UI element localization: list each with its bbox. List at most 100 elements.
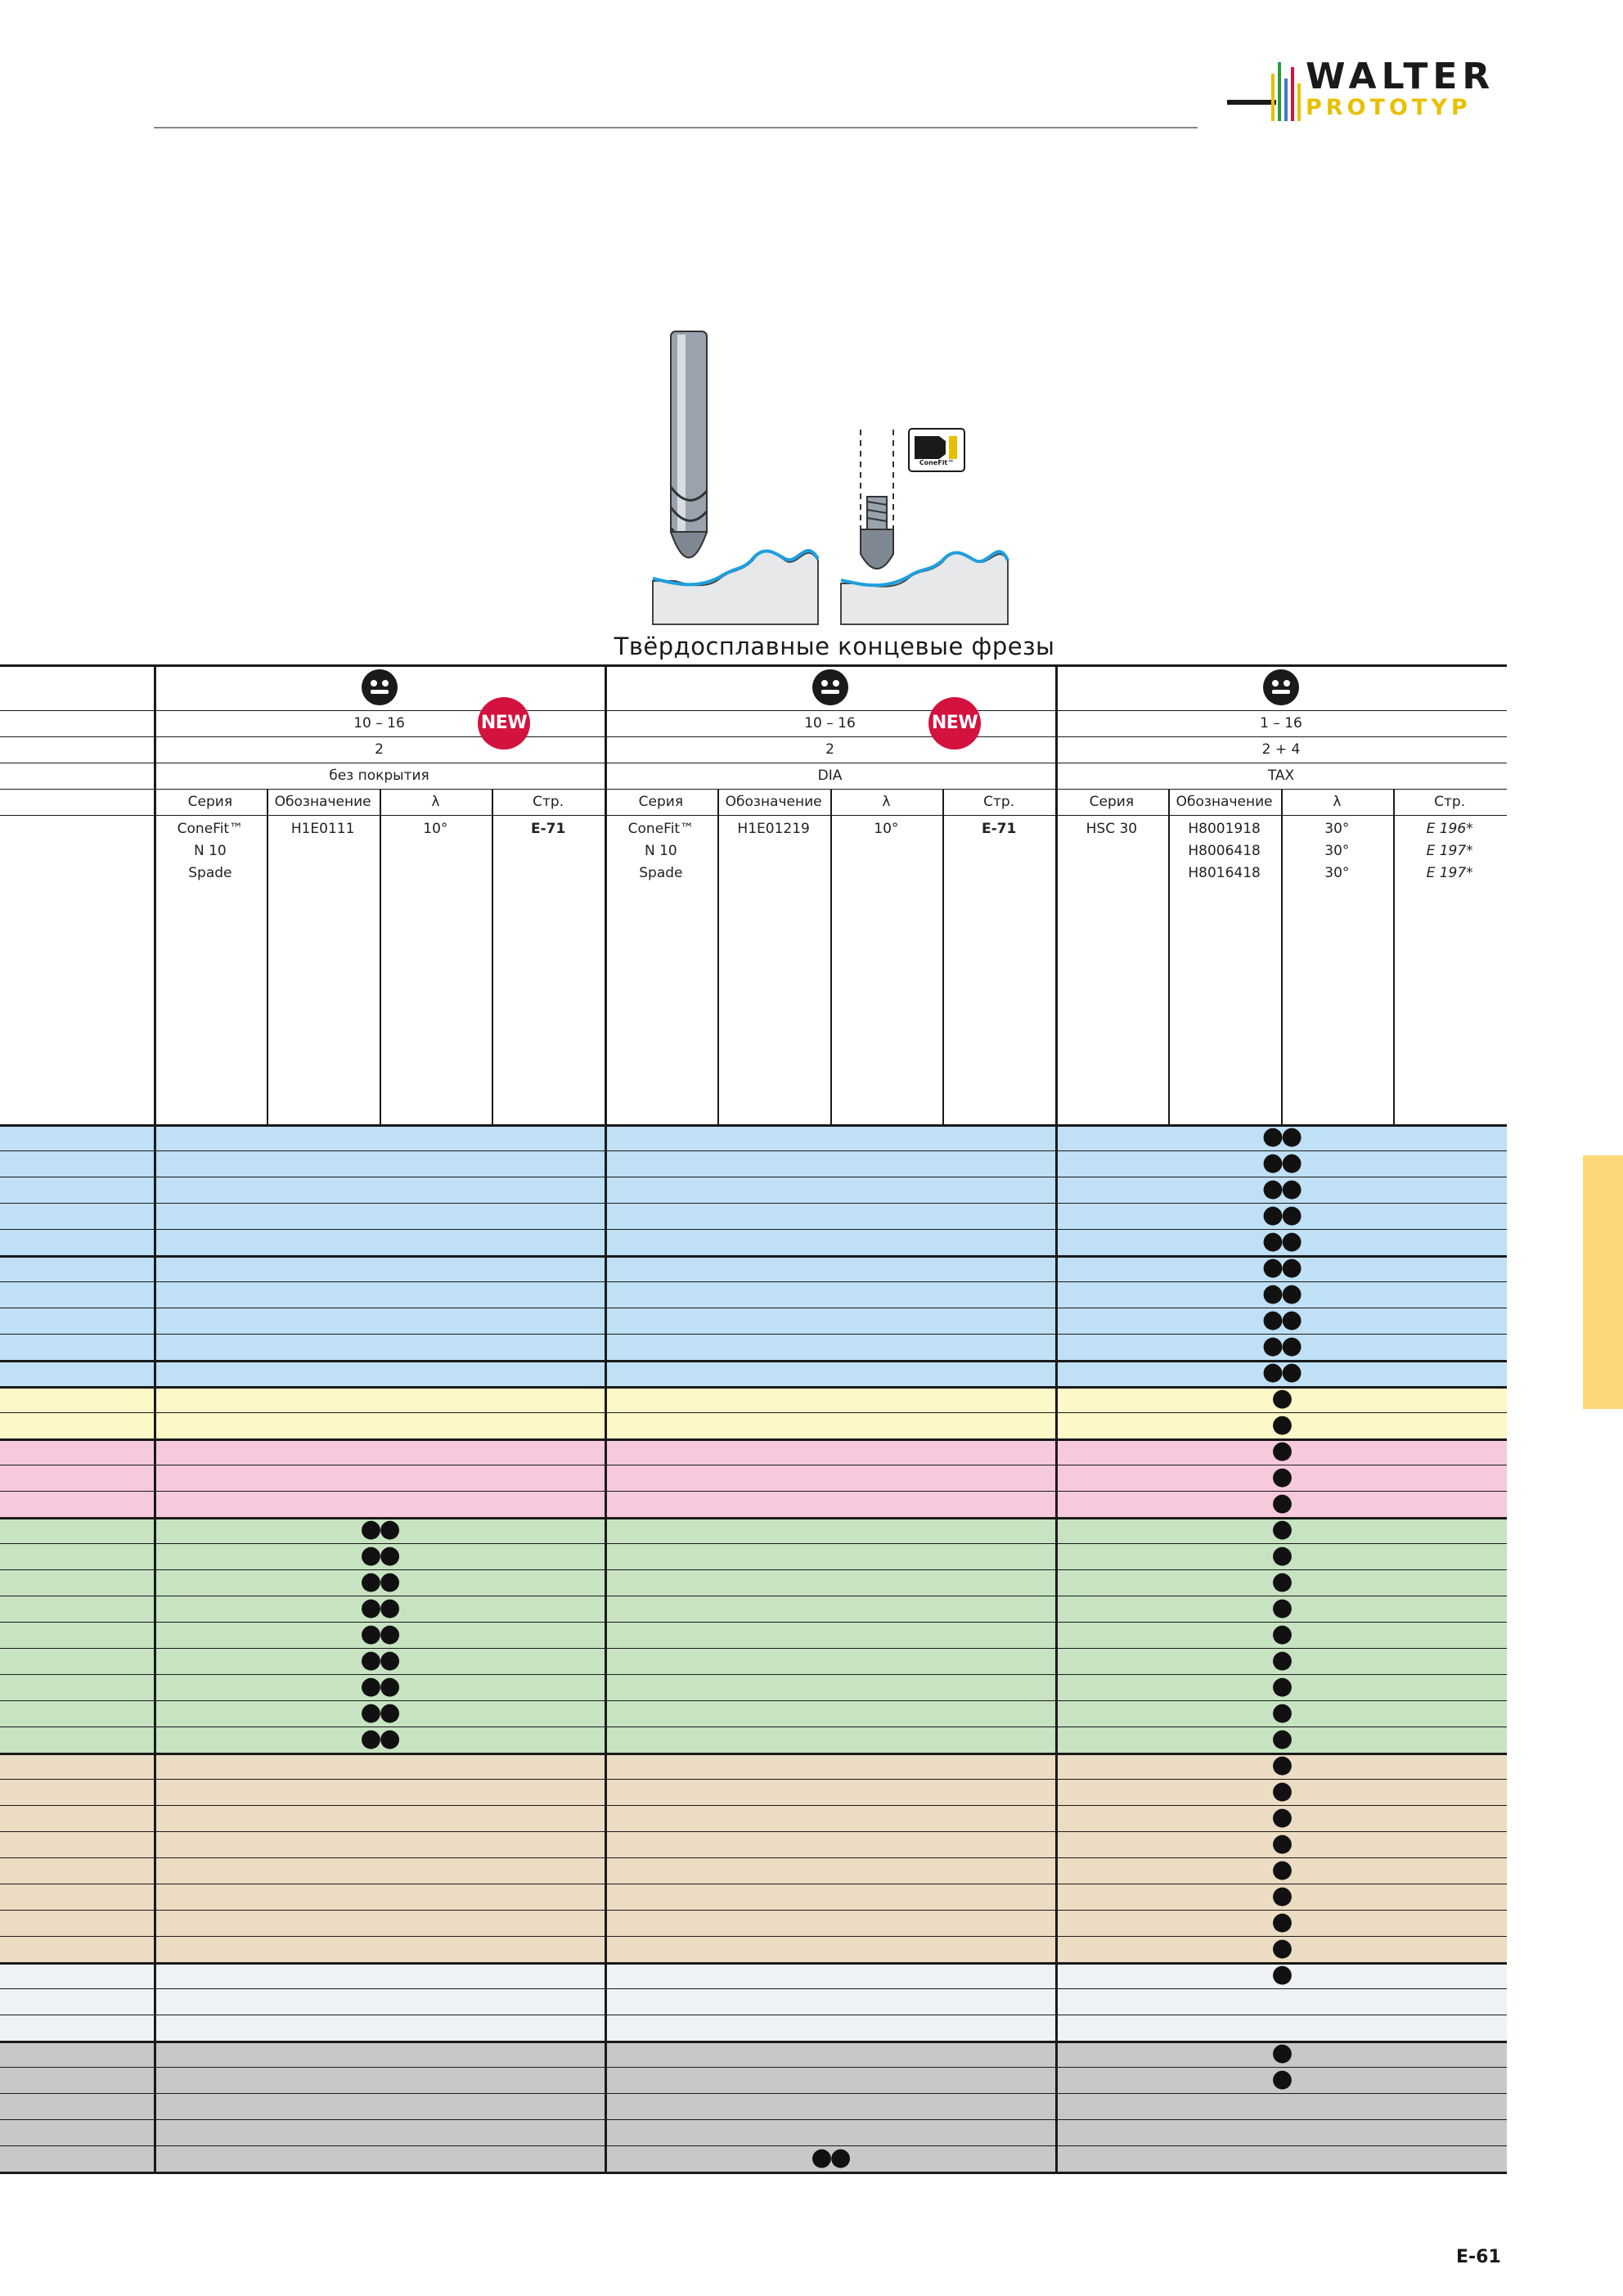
flute-count: 2 + 4 <box>1261 741 1301 758</box>
series-cell: ConeFit™ N 10 Spade <box>627 821 695 881</box>
column-header: Стр. <box>533 794 564 810</box>
column-header: Стр. <box>1434 794 1466 810</box>
suitability-mark: ●● <box>360 1515 400 1543</box>
suitability-mark: ●● <box>360 1567 400 1596</box>
material-row-band <box>0 1727 1507 1753</box>
material-row-band <box>0 1831 1507 1857</box>
suitability-mark: ● <box>1271 1776 1293 1805</box>
page-number: E-61 <box>1456 2247 1501 2267</box>
suitability-mark: ●● <box>360 1698 400 1727</box>
column-header: Серия <box>638 794 684 810</box>
designation-cell: H8001918 H8006418 H8016418 <box>1188 821 1261 881</box>
table-rule <box>0 1857 1507 1858</box>
new-badge: NEW <box>928 697 981 750</box>
icon-eye <box>1272 680 1279 687</box>
new-badge: NEW <box>478 697 530 750</box>
column-divider <box>1280 789 1283 1124</box>
table-rule <box>0 1438 1507 1441</box>
table-rule <box>0 2172 1507 2174</box>
suitability-mark: ● <box>1271 1855 1293 1884</box>
material-row-band <box>0 2145 1507 2172</box>
suitability-mark: ●● <box>360 1672 400 1700</box>
table-rule <box>0 664 1507 667</box>
material-row-band <box>0 1517 1507 1543</box>
walter-prototyp-logo: WALTER PROTOTYP <box>1227 59 1505 133</box>
table-rule <box>0 1517 1507 1519</box>
material-row-band <box>0 1491 1507 1517</box>
suitability-mark: ● <box>1271 1724 1293 1753</box>
column-divider <box>942 789 945 1124</box>
material-row-band <box>0 1308 1507 1334</box>
suitability-mark: ● <box>1271 1698 1293 1727</box>
material-row-band <box>0 1177 1507 1203</box>
logo-subword: PROTOTYP <box>1306 95 1472 120</box>
table-rule <box>0 1674 1507 1675</box>
material-row-band <box>0 2041 1507 2067</box>
material-row-band <box>0 1857 1507 1884</box>
table-rule <box>0 1203 1507 1204</box>
logo-bar <box>1284 79 1288 121</box>
material-row-band <box>0 1622 1507 1648</box>
chapter-side-tab <box>1583 1155 1623 1409</box>
material-row-band <box>0 1150 1507 1177</box>
icon-mouth <box>820 690 839 694</box>
suitability-mark: ● <box>1271 1934 1293 1962</box>
group-divider <box>154 664 156 2172</box>
table-rule <box>0 1962 1507 1965</box>
material-row-band <box>0 1438 1507 1465</box>
table-rule <box>0 1648 1507 1649</box>
column-divider <box>266 789 268 1124</box>
suitability-mark: ● <box>1271 1541 1293 1569</box>
material-row-band <box>0 1360 1507 1386</box>
table-rule <box>0 1779 1507 1780</box>
column-header: Стр. <box>983 794 1015 810</box>
material-row-band <box>0 1779 1507 1805</box>
material-row-band <box>0 2015 1507 2041</box>
suitability-mark: ●● <box>1261 1305 1302 1334</box>
material-row-band <box>0 1281 1507 1308</box>
column-divider <box>1393 789 1396 1124</box>
suitability-mark: ● <box>1271 1750 1293 1779</box>
table-rule <box>0 2067 1507 2068</box>
material-row-band <box>0 1962 1507 1988</box>
conefit-icon-label: ConeFit™ <box>919 459 955 466</box>
icon-eye <box>1284 680 1290 687</box>
table-rule <box>0 736 1507 737</box>
column-header: Серия <box>187 794 233 810</box>
icon-eye <box>370 680 377 687</box>
icon-eye <box>832 680 839 687</box>
table-rule <box>0 1831 1507 1832</box>
suitability-mark: ●● <box>360 1619 400 1648</box>
material-row-band <box>0 1412 1507 1438</box>
material-row-band <box>0 1910 1507 1936</box>
table-rule <box>0 815 1507 816</box>
table-rule <box>0 1753 1507 1755</box>
table-rule <box>0 710 1507 711</box>
table-rule <box>0 1255 1507 1258</box>
coating: DIA <box>817 768 843 784</box>
suitability-mark: ● <box>1271 1960 1293 1988</box>
material-row-band <box>0 1805 1507 1831</box>
logo-bar <box>1291 67 1294 121</box>
column-divider <box>717 789 719 1124</box>
material-row-band <box>0 1674 1507 1700</box>
suitability-mark: ● <box>1271 2064 1293 2093</box>
end-mill-illustration <box>652 331 1009 625</box>
material-row-band <box>0 1884 1507 1910</box>
icon-eye <box>381 680 389 687</box>
material-row-band <box>0 1936 1507 1962</box>
suitability-mark: ●● <box>1261 1331 1302 1360</box>
logo-bar <box>1271 74 1275 121</box>
lambda-cell: 30° 30° 30° <box>1324 821 1350 881</box>
material-row-band <box>0 1700 1507 1727</box>
material-row-band <box>0 1569 1507 1596</box>
material-row-band <box>0 1596 1507 1622</box>
material-row-band <box>0 1753 1507 1779</box>
coating: TAX <box>1267 768 1295 784</box>
suitability-mark: ● <box>1271 1384 1293 1412</box>
column-header: Обозначение <box>274 794 371 810</box>
series-cell: HSC 30 <box>1086 821 1138 837</box>
column-header: λ <box>882 794 891 810</box>
suitability-mark: ●● <box>1261 1122 1302 1150</box>
material-row-band <box>0 1465 1507 1491</box>
